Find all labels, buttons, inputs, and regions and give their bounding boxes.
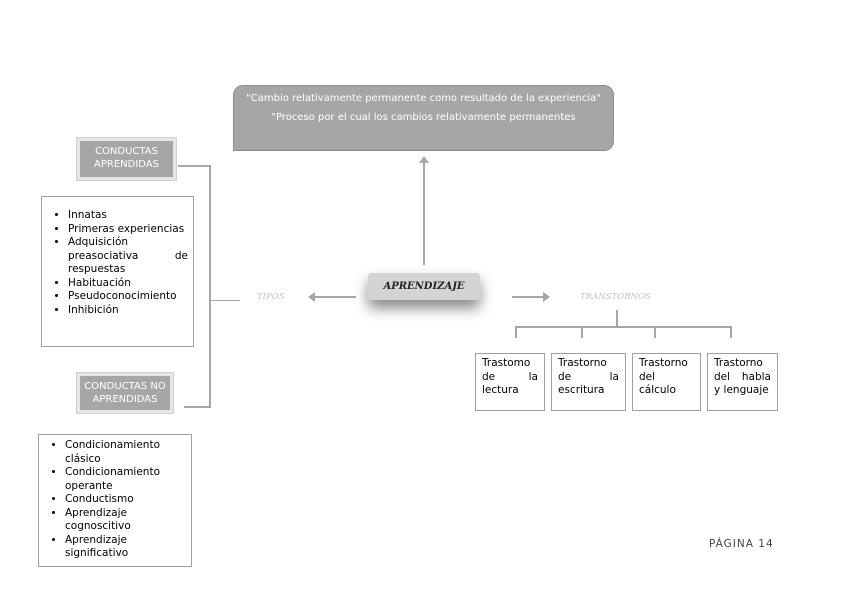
list-item: Habituación [68, 277, 188, 291]
tree-bar [515, 326, 732, 328]
not-learned-heading: CONDUCTAS NO APRENDIDAS [77, 373, 173, 413]
list-item: Adquisición preasociativa de respuestas [68, 236, 188, 277]
list-item: Primeras experiencias [68, 223, 188, 237]
connector-up [423, 162, 425, 265]
list-item: Conductismo [65, 493, 186, 507]
learned-heading: CONDUCTAS APRENDIDAS [77, 138, 176, 180]
bracket-top [178, 165, 210, 167]
tree-drop [654, 326, 656, 338]
list-item: Condicionamiento operante [65, 466, 186, 493]
connector-right [512, 296, 544, 298]
tipos-label: TIPOS [257, 292, 285, 302]
definition-2: "Proceso por el cual los cambios relativ… [271, 112, 576, 123]
tree-stem [616, 310, 618, 327]
arrow-left-icon [308, 292, 315, 302]
arrow-up-icon [419, 156, 429, 163]
tree-drop [581, 326, 583, 338]
disorder-box: Trastorno de la escritura [551, 353, 626, 411]
tree-drop [730, 326, 732, 338]
bracket-middle [210, 300, 240, 301]
arrow-right-icon [543, 292, 550, 302]
list-item: Condicionamiento clásico [65, 439, 186, 466]
transtornos-label: TRANSTORNOS [580, 292, 651, 302]
definition-1: "Cambio relativamente permanente como re… [246, 93, 601, 104]
bracket-vertical [209, 165, 211, 408]
list-item: Innatas [68, 209, 188, 223]
page-number: PÁGINA 14 [709, 538, 774, 550]
list-item: Aprendizaje cognoscitivo [65, 507, 186, 534]
list-item: Aprendizaje significativo [65, 534, 186, 561]
not-learned-list: Condicionamiento clásico Condicionamient… [38, 434, 192, 567]
bracket-bottom [184, 406, 210, 408]
tree-drop [515, 326, 517, 338]
disorder-box: Trastomo de la lectura [475, 353, 545, 411]
disorder-box: Trastorno del habla y lenguaje [707, 353, 778, 411]
list-item: Inhibición [68, 304, 188, 318]
definition-box: "Cambio relativamente permanente como re… [233, 85, 614, 151]
disorder-box: Trastorno del cálculo [632, 353, 701, 411]
list-item: Pseudoconocimiento [68, 290, 188, 304]
learned-list: Innatas Primeras experiencias Adquisició… [41, 196, 194, 347]
central-node: APRENDIZAJE [368, 273, 480, 300]
connector-left [314, 296, 356, 298]
